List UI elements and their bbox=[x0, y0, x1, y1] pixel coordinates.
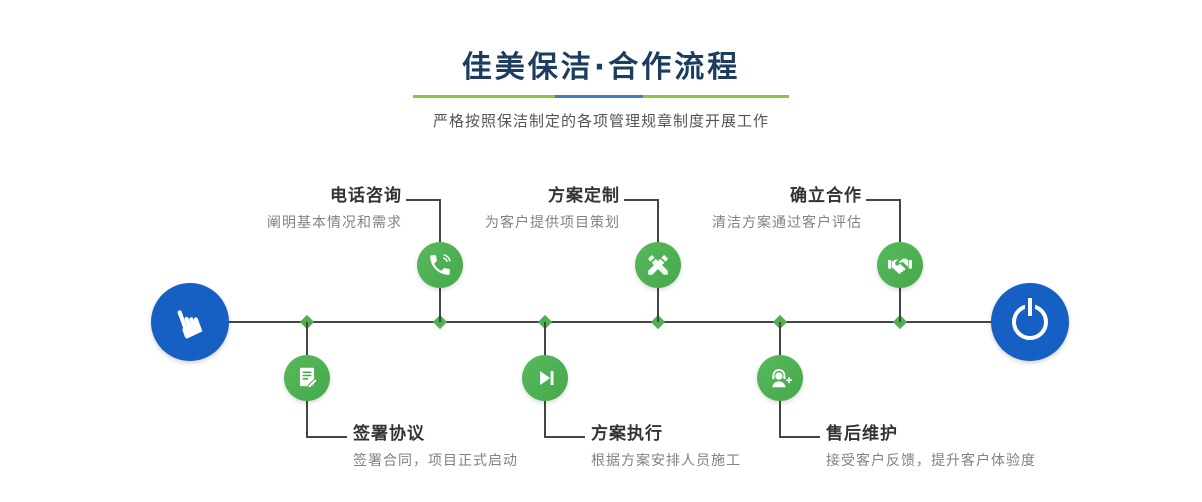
pen-design-icon bbox=[648, 255, 668, 275]
step-title: 确立合作 bbox=[790, 186, 862, 206]
step-label-contract: 签署协议 签署合同，项目正式启动 bbox=[353, 424, 518, 470]
connector-label-h bbox=[545, 436, 585, 438]
step-desc: 阐明基本情况和需求 bbox=[267, 215, 402, 231]
contract-sign-icon bbox=[299, 367, 318, 389]
step-desc: 为客户提供项目策划 bbox=[485, 215, 620, 231]
step-label-design: 方案定制 为客户提供项目策划 bbox=[485, 186, 620, 232]
step-desc: 接受客户反馈，提升客户体验度 bbox=[826, 453, 1036, 469]
title-divider bbox=[413, 95, 789, 98]
step-node-aftersales bbox=[757, 355, 803, 401]
start-node: ☛ bbox=[151, 283, 229, 361]
step-label-aftersales: 售后维护 接受客户反馈，提升客户体验度 bbox=[826, 424, 1036, 470]
connector-label-h bbox=[866, 199, 900, 201]
divider-blue-center bbox=[555, 95, 643, 98]
end-node bbox=[991, 283, 1069, 361]
connector-circle-line bbox=[439, 288, 441, 322]
connector-label-h bbox=[307, 436, 347, 438]
headset-support-icon bbox=[772, 369, 793, 388]
step-label-execute: 方案执行 根据方案安排人员施工 bbox=[591, 424, 741, 470]
step-node-execute bbox=[522, 355, 568, 401]
page-title: 佳美保洁·合作流程 bbox=[461, 50, 741, 85]
phone-icon bbox=[430, 254, 451, 275]
step-title: 方案执行 bbox=[591, 424, 663, 444]
step-node-contract bbox=[284, 355, 330, 401]
step-node-phone bbox=[417, 242, 463, 288]
connector-circle-line bbox=[657, 288, 659, 322]
step-node-cooperation bbox=[877, 242, 923, 288]
connector-label-v bbox=[657, 199, 659, 243]
power-icon-bar bbox=[1025, 298, 1035, 316]
page-subtitle: 严格按照保洁制定的各项管理规章制度开展工作 bbox=[432, 112, 769, 130]
step-title: 签署协议 bbox=[353, 424, 425, 444]
step-title: 售后维护 bbox=[826, 424, 898, 444]
connector-circle-line bbox=[306, 322, 308, 356]
connector-label-h bbox=[406, 199, 440, 201]
step-title: 电话咨询 bbox=[330, 186, 402, 206]
connector-circle-line bbox=[779, 322, 781, 356]
step-label-cooperation: 确立合作 清洁方案通过客户评估 bbox=[712, 186, 862, 232]
power-icon bbox=[1012, 298, 1048, 340]
step-desc: 签署合同，项目正式启动 bbox=[353, 453, 518, 469]
step-node-design bbox=[635, 242, 681, 288]
connector-circle-line bbox=[899, 288, 901, 322]
timeline-line bbox=[190, 321, 1030, 323]
connector-label-h bbox=[624, 199, 658, 201]
divider-green-right bbox=[643, 95, 789, 98]
connector-label-v bbox=[899, 199, 901, 243]
divider-green-left bbox=[413, 95, 555, 98]
hand-pointer-icon: ☛ bbox=[162, 297, 218, 347]
connector-label-v bbox=[306, 401, 308, 438]
step-label-phone: 电话咨询 阐明基本情况和需求 bbox=[267, 186, 402, 232]
handshake-icon bbox=[888, 258, 912, 274]
connector-label-v bbox=[439, 199, 441, 243]
step-desc: 根据方案安排人员施工 bbox=[591, 453, 741, 469]
connector-circle-line bbox=[544, 322, 546, 356]
step-title: 方案定制 bbox=[548, 186, 620, 206]
connector-label-h bbox=[780, 436, 820, 438]
play-icon bbox=[540, 370, 554, 386]
connector-label-v bbox=[779, 401, 781, 438]
connector-label-v bbox=[544, 401, 546, 438]
step-desc: 清洁方案通过客户评估 bbox=[712, 215, 862, 231]
